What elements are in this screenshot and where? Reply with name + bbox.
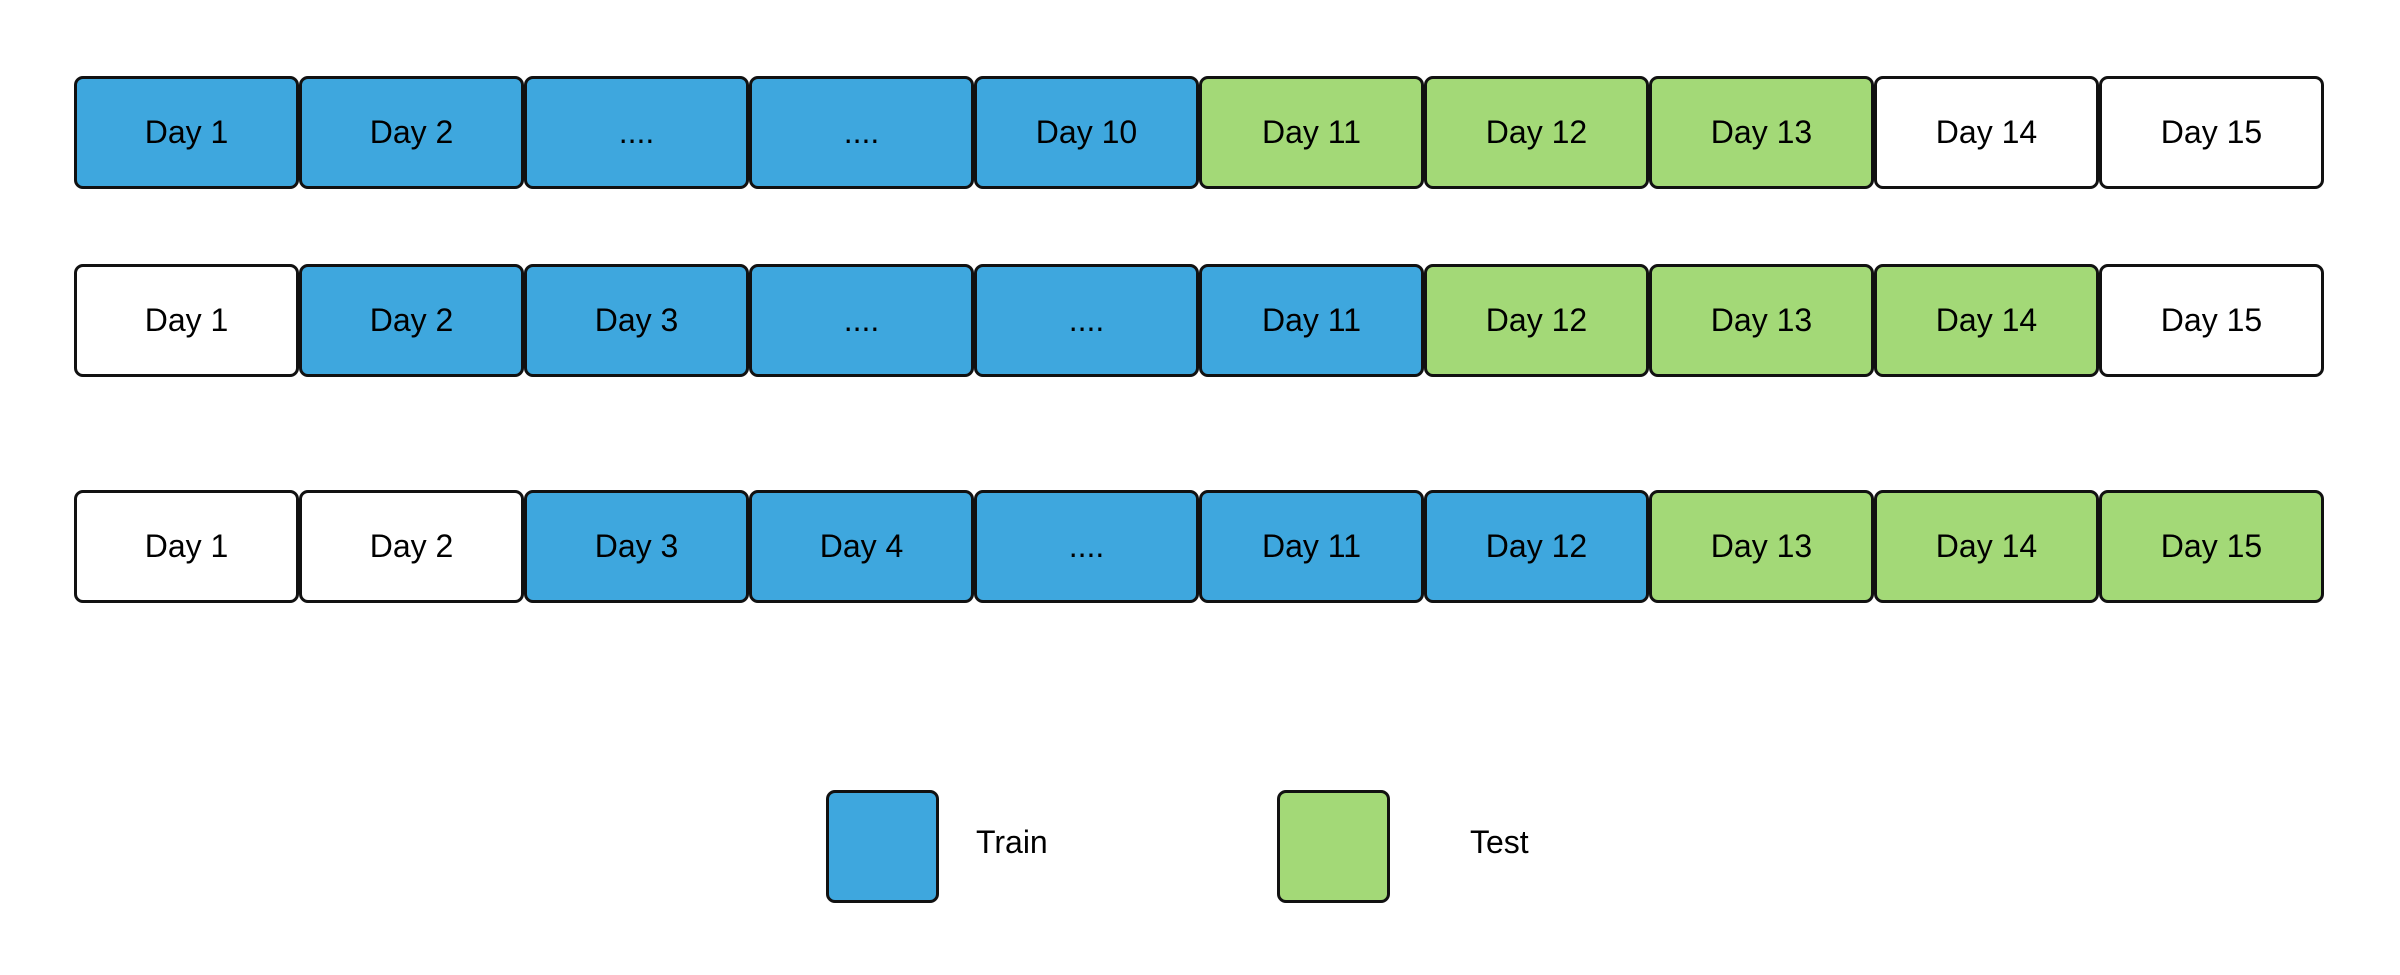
day-cell: Day 11 (1199, 264, 1424, 377)
day-cell: Day 14 (1874, 490, 2099, 603)
day-cell: Day 13 (1649, 490, 1874, 603)
day-cell: Day 2 (299, 76, 524, 189)
day-cell: Day 1 (74, 76, 299, 189)
day-cell: Day 11 (1199, 76, 1424, 189)
day-cell: Day 3 (524, 264, 749, 377)
day-cell: .... (524, 76, 749, 189)
day-cell: Day 4 (749, 490, 974, 603)
legend-test-label: Test (1470, 824, 1529, 860)
day-cell: .... (749, 76, 974, 189)
day-cell: Day 12 (1424, 76, 1649, 189)
day-cell: .... (974, 490, 1199, 603)
day-cell: Day 15 (2099, 490, 2324, 603)
day-cell: .... (749, 264, 974, 377)
day-cell: Day 15 (2099, 76, 2324, 189)
day-cell: Day 1 (74, 264, 299, 377)
day-cell: Day 15 (2099, 264, 2324, 377)
legend-train-swatch (826, 790, 939, 903)
day-cell: Day 12 (1424, 490, 1649, 603)
day-cell: .... (974, 264, 1199, 377)
day-cell: Day 2 (299, 490, 524, 603)
day-cell: Day 14 (1874, 76, 2099, 189)
day-cell: Day 14 (1874, 264, 2099, 377)
day-cell: Day 13 (1649, 264, 1874, 377)
day-cell: Day 10 (974, 76, 1199, 189)
legend-test-swatch (1277, 790, 1390, 903)
day-cell: Day 3 (524, 490, 749, 603)
day-cell: Day 2 (299, 264, 524, 377)
day-cell: Day 12 (1424, 264, 1649, 377)
day-cell: Day 13 (1649, 76, 1874, 189)
legend-train-label: Train (976, 824, 1048, 860)
day-cell: Day 11 (1199, 490, 1424, 603)
day-cell: Day 1 (74, 490, 299, 603)
